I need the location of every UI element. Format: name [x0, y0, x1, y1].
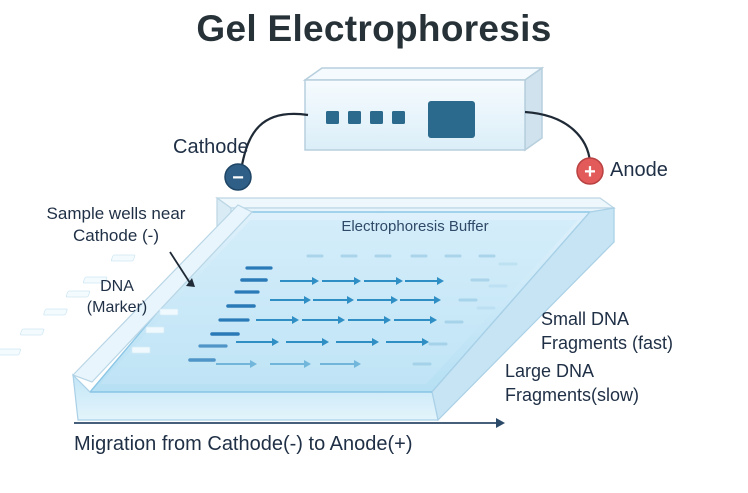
migration-arrowhead	[372, 338, 379, 346]
migration-arrowhead	[304, 296, 311, 304]
cathode-symbol: −	[232, 167, 244, 189]
page-title: Gel Electrophoresis	[196, 8, 552, 49]
sample-well	[43, 308, 68, 316]
marker-lane-band	[145, 326, 165, 334]
power-supply	[302, 66, 545, 152]
migration-arrowhead	[338, 316, 345, 324]
migration-arrowhead	[437, 277, 444, 285]
indicator-light	[326, 111, 339, 124]
indicator-light	[392, 111, 405, 124]
sample-well	[0, 348, 21, 356]
marker-lane-band	[159, 308, 179, 316]
migration-direction-arrow	[74, 418, 505, 428]
buffer-label: Electrophoresis Buffer	[341, 218, 489, 235]
migration-arrowhead	[430, 316, 437, 324]
sample-well	[65, 290, 91, 298]
migration-arrowhead	[354, 360, 361, 368]
large-fragments-label: Large DNA Fragments(slow)	[505, 361, 640, 405]
migration-arrowhead	[272, 338, 279, 346]
indicator-light	[370, 111, 383, 124]
marker-lane-band	[131, 346, 151, 354]
migration-arrowhead	[434, 296, 441, 304]
anode-symbol: +	[584, 161, 596, 183]
dna-marker-label: DNA (Marker)	[86, 278, 148, 316]
sample-wells	[0, 254, 136, 356]
migration-arrowhead	[250, 360, 257, 368]
migration-arrowhead	[354, 277, 361, 285]
anode-terminal: +	[576, 157, 604, 185]
wells-pointer	[169, 251, 191, 284]
sample-well	[20, 328, 45, 336]
migration-arrowhead	[312, 277, 319, 285]
small-fragments-label: Small DNA Fragments (fast)	[541, 309, 674, 353]
migration-arrowhead	[292, 316, 299, 324]
sample-well	[111, 254, 136, 262]
migration-arrowhead	[396, 277, 403, 285]
tank-front	[72, 373, 439, 421]
migration-arrowhead	[322, 338, 329, 346]
migration-label: Migration from Cathode(-) to Anode(+)	[74, 433, 413, 455]
migration-arrowhead	[384, 316, 391, 324]
migration-arrows	[216, 277, 444, 368]
anode-label: Anode	[610, 159, 668, 181]
faded-bands	[131, 254, 518, 366]
cathode-label: Cathode	[173, 136, 249, 158]
migration-arrowhead	[304, 360, 311, 368]
sample-well	[83, 276, 108, 284]
power-display	[428, 101, 475, 138]
migration-arrowhead	[422, 338, 429, 346]
sample-wells-label: Sample wells near Cathode (-)	[46, 204, 186, 245]
migration-arrowhead	[347, 296, 354, 304]
indicator-light	[348, 111, 361, 124]
cathode-wire	[240, 112, 309, 166]
cathode-terminal: −	[224, 163, 252, 191]
dna-bands	[188, 266, 273, 362]
migration-arrowhead	[391, 296, 398, 304]
anode-wire	[524, 110, 592, 163]
